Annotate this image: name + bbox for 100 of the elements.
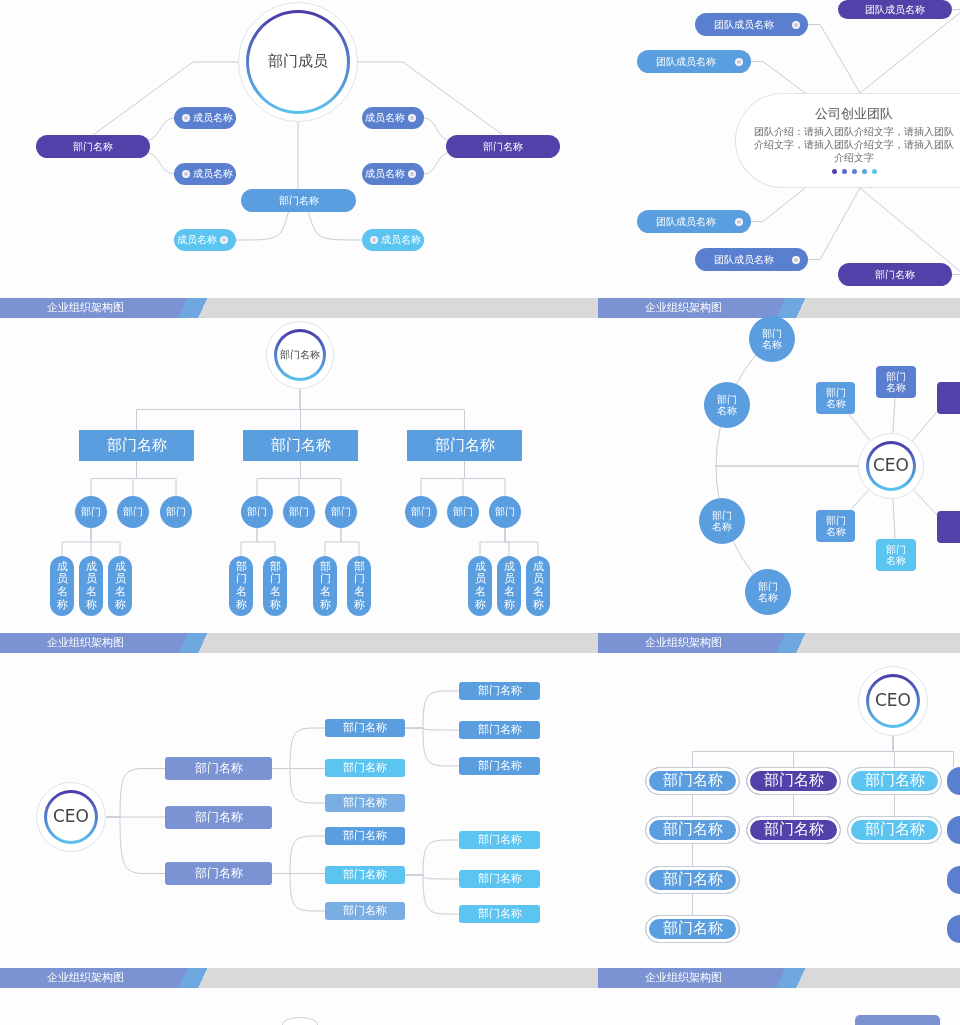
department-pill: 部门名称 — [746, 816, 841, 844]
connector-line — [256, 527, 276, 557]
department-circle: 部门名称 — [699, 498, 745, 544]
connector-line — [92, 61, 239, 136]
footer-title: 企业组织架构图 — [645, 635, 722, 651]
connector-line — [300, 460, 342, 497]
circle-node: CEO — [36, 782, 106, 852]
connector-line — [271, 768, 326, 804]
pill-shape — [947, 866, 960, 894]
name-pill: 成员名称 — [362, 107, 424, 129]
department-circle: 部门 — [117, 496, 149, 528]
department-box: 部门名称 — [325, 759, 405, 777]
member-pill: 部门名称 — [313, 556, 337, 616]
connector-line — [235, 211, 289, 241]
name-pill: 成员名称 — [174, 163, 236, 185]
connector-line — [892, 397, 896, 434]
connector-line — [299, 388, 465, 431]
connector-line — [859, 187, 960, 275]
member-pill: 成员名称 — [468, 556, 492, 616]
connector-line — [894, 794, 895, 817]
department-box: 部门名称 — [243, 430, 358, 461]
department-pill: 部门名称 — [847, 767, 942, 795]
name-pill: 团队成员名称 — [637, 50, 751, 73]
connector-line — [715, 465, 859, 499]
pill-shape — [947, 767, 960, 795]
department-circle: 部门名称 — [749, 316, 795, 362]
name-pill: 团队成员名称 — [838, 0, 952, 19]
name-pill: 部门名称 — [446, 135, 560, 158]
department-box: 部门名称 — [325, 866, 405, 884]
department-circle: 部门 — [489, 496, 521, 528]
footer-title: 企业组织架构图 — [47, 300, 124, 316]
department-circle: 部门 — [447, 496, 479, 528]
connector-line — [849, 489, 870, 511]
member-pill: 成员名称 — [497, 556, 521, 616]
connector-line — [807, 187, 861, 260]
member-pill: 部门名称 — [229, 556, 253, 616]
pill-shape — [937, 382, 960, 414]
connector-line — [504, 527, 539, 557]
circle-node: CEO — [858, 433, 924, 499]
department-tile: 部门名称 — [816, 382, 855, 414]
connector-line — [464, 460, 506, 497]
department-box: 部门名称 — [165, 862, 272, 885]
connector-line — [105, 816, 166, 874]
name-pill: 部门名称 — [241, 189, 356, 212]
connector-line — [732, 541, 754, 575]
connector-line — [692, 893, 693, 916]
department-tile: 部门名称 — [876, 366, 916, 398]
department-box: 部门名称 — [459, 757, 540, 775]
department-pill: 部门名称 — [645, 816, 740, 844]
department-circle: 部门 — [160, 496, 192, 528]
member-pill: 部门名称 — [347, 556, 371, 616]
name-pill: 成员名称 — [174, 107, 236, 129]
department-box: 部门名称 — [459, 831, 540, 849]
department-pill: 部门名称 — [746, 767, 841, 795]
connector-line — [807, 24, 861, 94]
department-tile: 部门名称 — [876, 539, 916, 571]
department-box: 部门名称 — [459, 682, 540, 700]
connector-line — [404, 874, 460, 915]
name-pill: 团队成员名称 — [695, 248, 808, 271]
department-pill: 部门名称 — [847, 816, 942, 844]
name-pill: 部门名称 — [838, 263, 952, 286]
connector-line — [404, 727, 460, 767]
connector-line — [692, 794, 693, 817]
connector-line — [892, 498, 896, 540]
pill-shape — [937, 511, 960, 543]
circle-node: CEO — [858, 666, 928, 736]
member-pill: 成员名称 — [79, 556, 103, 616]
department-box: 部门名称 — [459, 721, 540, 739]
name-pill: 团队成员名称 — [695, 13, 808, 36]
department-circle: 部门名称 — [704, 382, 750, 428]
department-pill: 部门名称 — [645, 866, 740, 894]
department-circle: 部门 — [325, 496, 357, 528]
department-box: 部门名称 — [165, 757, 272, 780]
department-box: 部门名称 — [79, 430, 194, 461]
circle-node: 部门名称 — [266, 321, 334, 389]
connector-line — [735, 354, 757, 385]
team-description: 团队介绍：请插入团队介绍文字，请插入团队介绍文字，请插入团队介绍文字，请插入团队介绍文字 — [754, 125, 954, 165]
connector-line — [136, 460, 177, 497]
pill-shape — [947, 915, 960, 943]
connector-line — [859, 9, 960, 94]
pill-shape — [855, 1015, 940, 1025]
connector-line — [911, 411, 938, 442]
department-box: 部门名称 — [325, 794, 405, 812]
team-title: 公司创业团队 — [815, 106, 893, 122]
department-box: 部门名称 — [325, 827, 405, 845]
department-circle: 部门 — [283, 496, 315, 528]
department-circle: 部门 — [405, 496, 437, 528]
department-box: 部门名称 — [459, 870, 540, 888]
department-circle: 部门名称 — [745, 569, 791, 615]
connector-line — [90, 527, 121, 557]
connector-line — [892, 735, 954, 768]
footer-title: 企业组织架构图 — [645, 970, 722, 986]
footer-title: 企业组织架构图 — [645, 300, 722, 316]
connector-line — [692, 843, 693, 867]
member-pill: 成员名称 — [108, 556, 132, 616]
connector-line — [750, 61, 806, 94]
department-tile: 部门名称 — [816, 510, 855, 542]
member-pill: 成员名称 — [50, 556, 74, 616]
name-pill: 成员名称 — [362, 163, 424, 185]
department-box: 部门名称 — [325, 902, 405, 920]
